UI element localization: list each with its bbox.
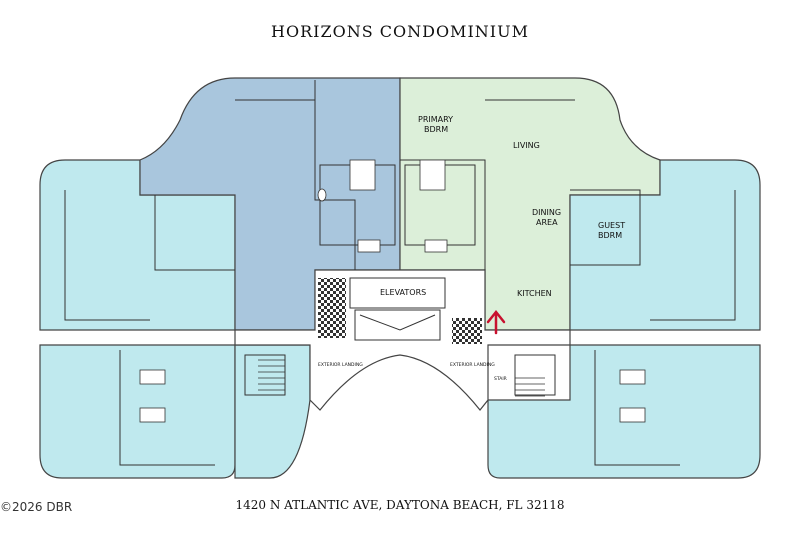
service-shaft-east xyxy=(452,318,482,344)
service-shaft-west xyxy=(318,278,346,338)
toilet-icon xyxy=(317,188,327,202)
room-label-dining-2: AREA xyxy=(536,218,558,227)
room-label-living: LIVING xyxy=(513,141,540,150)
copyright-notice: ©2026 DBR xyxy=(0,500,73,514)
room-label-elevators: ELEVATORS xyxy=(380,288,426,297)
plan-address: 1420 N ATLANTIC AVE, DAYTONA BEACH, FL 3… xyxy=(235,498,565,512)
plan-title: HORIZONS CONDOMINIUM xyxy=(271,22,529,41)
room-label-kitchen: KITCHEN xyxy=(517,289,552,298)
room-label-primary-2: BDRM xyxy=(424,125,448,134)
room-label-exterior-landing-east: EXTERIOR LANDING xyxy=(450,362,495,368)
room-label-exterior-landing-west: EXTERIOR LANDING xyxy=(318,362,363,368)
room-label-primary-1: PRIMARY xyxy=(418,115,453,124)
room-label-guest-1: GUEST xyxy=(598,221,625,230)
unit-west-lower xyxy=(234,344,311,479)
room-label-dining-1: DINING xyxy=(532,208,561,217)
location-arrow-icon xyxy=(486,309,506,335)
elevator-lobby xyxy=(349,277,446,341)
unit-west-outer xyxy=(39,159,236,479)
stairs xyxy=(258,359,545,397)
fixtures xyxy=(139,159,646,423)
room-label-guest-2: BDRM xyxy=(598,231,622,240)
room-label-stair: STAIR xyxy=(494,376,507,382)
